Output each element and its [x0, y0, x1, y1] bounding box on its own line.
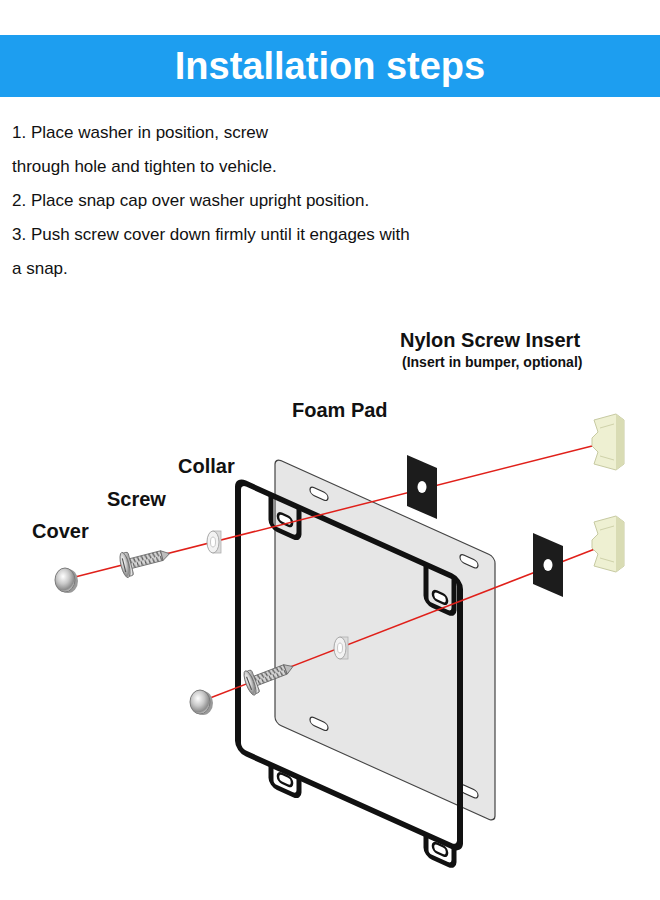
- collar: [207, 531, 221, 553]
- instruction-step: 1. Place washer in position, screw throu…: [12, 116, 312, 184]
- plate-frame: [238, 480, 460, 870]
- screw-cover: [55, 568, 78, 593]
- foam-pad: [533, 533, 563, 597]
- page-title: Installation steps: [0, 35, 660, 97]
- part-label: (Insert in bumper, optional): [402, 354, 582, 371]
- part-label: Collar: [178, 454, 235, 478]
- part-label: Screw: [107, 487, 166, 511]
- instruction-step: 2. Place snap cap over washer upright po…: [12, 184, 612, 218]
- screw: [118, 541, 173, 579]
- part-label: Cover: [32, 519, 89, 543]
- nylon-insert: [592, 414, 624, 470]
- nylon-insert: [592, 516, 624, 572]
- screw: [242, 654, 298, 696]
- screw-cover: [190, 690, 213, 715]
- collar: [334, 637, 348, 659]
- instruction-step: 3. Push screw cover down firmly until it…: [12, 218, 422, 286]
- part-label: Nylon Screw Insert: [400, 328, 580, 352]
- foam-pad: [407, 455, 437, 519]
- part-label: Foam Pad: [292, 398, 388, 422]
